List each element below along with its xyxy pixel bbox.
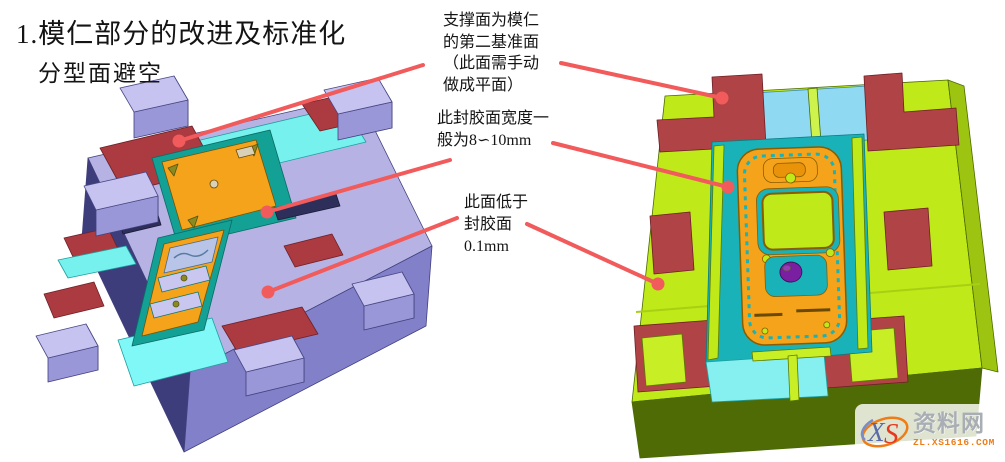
annotation-line: 支撑面为模仁 [443,12,540,29]
left-corner-block-top-right [323,77,393,141]
right-seal-strip-right [851,136,869,350]
watermark: X S 资料网 ZL.XS1616.COM [855,404,1005,456]
leader-seal-left [265,158,452,214]
left-core-lifter-3 [187,215,199,229]
annotation-support-surface: 支撑面为模仁 的第二基准面 （此面需手动 做成平面） [443,10,539,96]
leader-seal-right [551,141,730,189]
annotation-line: （此面需手动 [443,55,540,72]
annotation-line: 0.1mm [464,238,509,255]
leader-dot [651,277,665,291]
left-core-hole [209,179,219,189]
camera-hole [779,261,803,283]
annotation-line: 此封胶面宽度一 [437,110,550,127]
right-core-window [761,190,835,251]
left-cyan-left-strip [57,245,137,279]
watermark-site-url: ZL.XS1616.COM [913,437,995,449]
annotation-line: 的第二基准面 [443,33,540,51]
left-mold-model [35,75,433,453]
right-phone-core [736,146,848,346]
right-red-clamp-top-right [863,72,960,152]
watermark-logo-s: S [884,418,899,450]
left-red-bottom-right [221,306,319,354]
right-green-block-bottom-left [641,333,687,387]
watermark-site-name: 资料网 [913,410,985,437]
right-seal-strip-left [707,144,725,361]
right-runner-crossbar [751,346,832,362]
left-corner-block-top-left [119,75,189,139]
right-red-mid-left [649,211,695,275]
right-red-clamp-top-left [656,73,767,153]
left-block-mid-right [351,271,415,331]
leader-lower-left [266,216,459,294]
left-corner-block-bottom-right [233,335,305,397]
subtitle: 分型面避空 [38,61,163,86]
leader-dot [721,180,735,194]
right-mold-model [631,72,999,459]
leader-dot [172,134,186,148]
watermark-logo: X S [860,416,909,450]
leader-lines [172,61,735,299]
left-molded-part-contour [173,249,209,259]
watermark-logo-x: X [867,417,886,447]
leader-support-left [177,63,425,143]
annotation-line: 此面低于 [464,194,529,211]
right-side-right [947,79,999,373]
right-core-dash-slots [754,308,831,317]
left-ejector-pin-1 [180,274,188,282]
left-core-slide [235,145,256,159]
leader-dot [260,205,274,219]
leader-dot [715,91,729,105]
leader-lower-right [525,222,660,286]
page-title: 1.模仁部分的改进及标准化 [16,19,347,49]
annotation-line: 般为8∽10mm [437,131,532,149]
left-core-lifter-1 [167,163,179,177]
right-blue-bottom-pocket [705,353,829,403]
annotation-line: 做成平面） [443,76,524,94]
right-runner-stem [787,354,800,402]
right-red-mid-right [883,207,933,271]
left-red-bottom-left [43,281,105,319]
left-red-mid-right [283,233,344,268]
annotation-seal-face-width: 此封胶面宽度一 般为8∽10mm [437,108,549,151]
annotation-lower-face: 此面低于 封胶面 0.1mm [464,192,528,258]
left-corner-block-bottom-left [35,323,99,383]
left-block-mid-left [83,171,159,237]
annotation-line: 封胶面 [464,216,513,233]
right-core-hole-top [785,172,797,184]
leader-support-right [559,61,724,100]
left-core-insert-head [161,139,277,231]
left-ejector-pin-2 [172,300,180,308]
leader-dot [261,285,275,299]
